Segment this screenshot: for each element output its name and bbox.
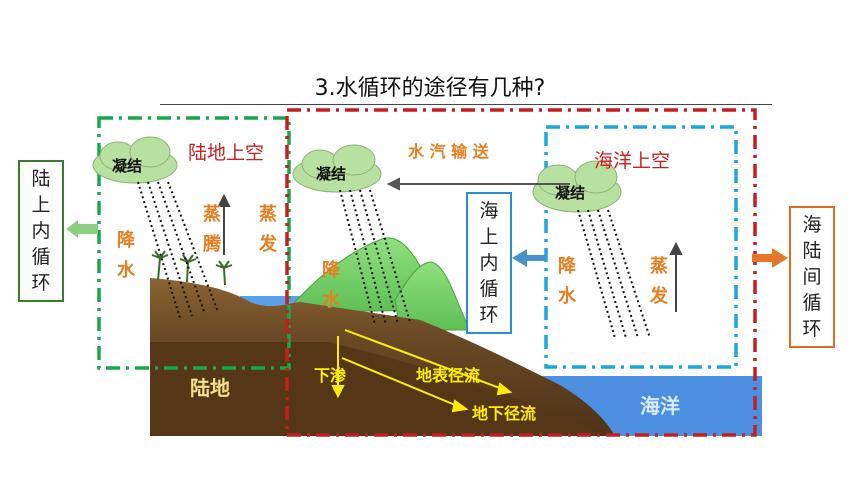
bedrock-layer [150, 342, 600, 436]
land-sky-label: 陆地上空 [188, 142, 265, 164]
vapor-transport-arrow [386, 177, 570, 191]
sea-land-frame [285, 108, 757, 437]
side-arrows [66, 220, 788, 268]
land-sky-frame [97, 116, 291, 370]
ground-runoff-label: 地下径流 [472, 404, 537, 423]
rain-label-land: 降水 [117, 230, 135, 281]
palm-trees [151, 250, 233, 286]
evap-sea-label: 蒸发 [650, 256, 668, 307]
sea-sky-frame [544, 125, 738, 369]
sea-sky-label: 海洋上空 [594, 150, 671, 172]
surface-runoff-label: 地表径流 [416, 366, 481, 385]
land-cycle-label: 陆上内循环 [31, 168, 51, 294]
evaporation-arrows [217, 193, 683, 312]
rain-arrows [137, 181, 651, 339]
cloud-label-sea: 凝结 [555, 184, 586, 202]
land-cycle-box: 陆上内循环 [18, 160, 64, 302]
cloud-shapes [92, 136, 622, 213]
runoff-arrows [331, 329, 513, 413]
mountain-right [394, 261, 471, 331]
ocean-label: 海洋 [640, 394, 680, 418]
vapor-transport-label: 水 汽 输 送 [408, 142, 489, 161]
sea-land-cycle-label: 海陆间循环 [802, 214, 822, 340]
sea-cycle-box: 海上内循环 [466, 192, 512, 334]
evap-land-label: 蒸发 [259, 204, 277, 255]
sea-cycle-label: 海上内循环 [479, 200, 499, 326]
cloud-label-land: 凝结 [112, 157, 143, 175]
cloud-label-mid: 凝结 [316, 165, 347, 183]
rain-label-sea: 降水 [558, 256, 576, 307]
page-title: 3.水循环的途径有几种? [314, 76, 546, 101]
rain-label-mountain: 降水 [322, 260, 340, 311]
transpire-label: 蒸腾 [203, 204, 221, 255]
sea-land-cycle-box: 海陆间循环 [789, 206, 835, 348]
land-label: 陆地 [190, 376, 230, 400]
infiltrate-label: 下渗 [314, 366, 347, 385]
title-underline [160, 104, 772, 105]
